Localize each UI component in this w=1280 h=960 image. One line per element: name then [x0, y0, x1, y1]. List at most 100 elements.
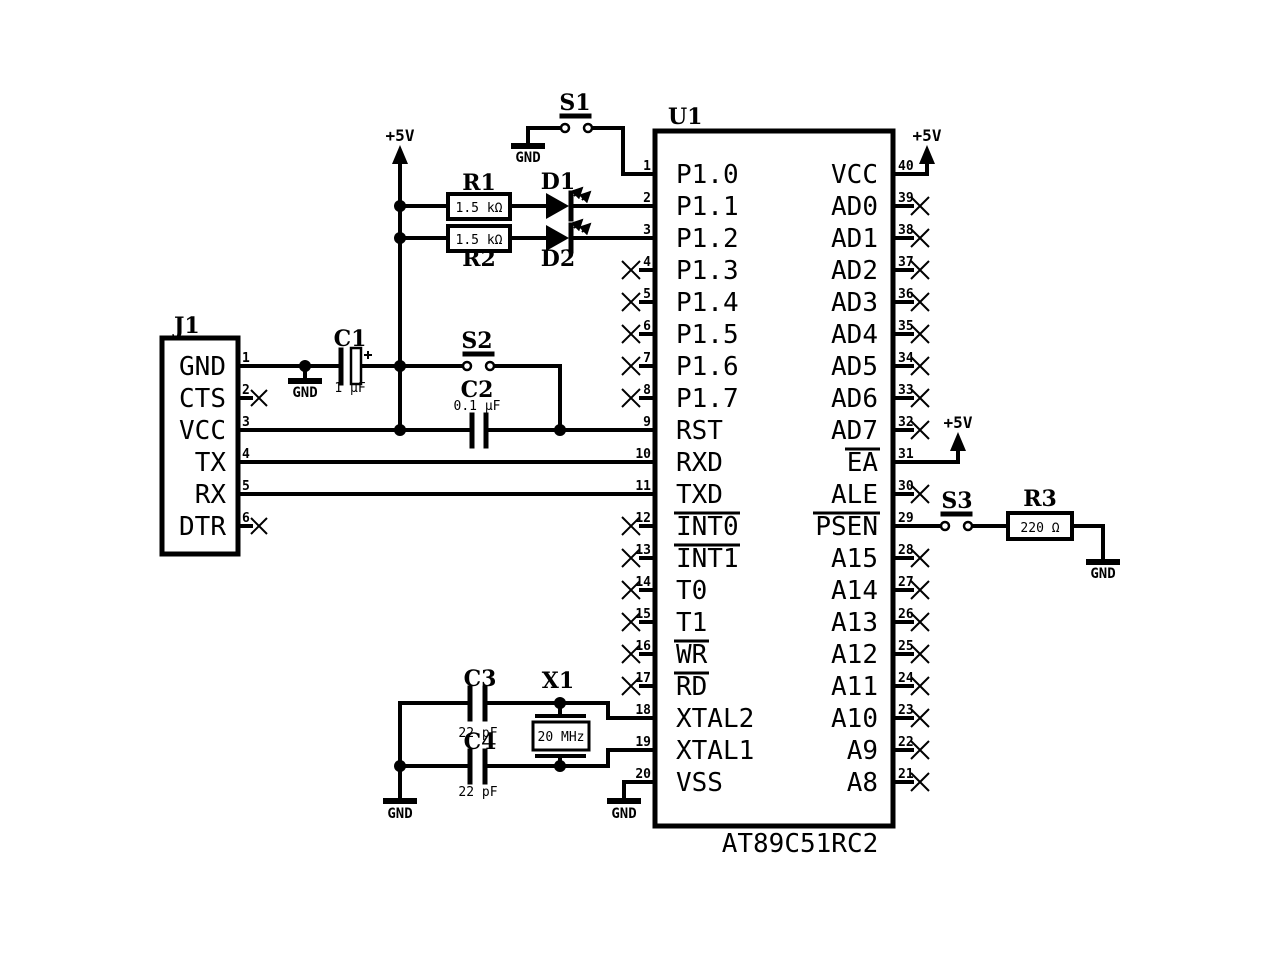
- u1-pin-num: 19: [635, 735, 651, 750]
- gnd-label: GND: [387, 806, 412, 822]
- u1-pin-name: A8: [847, 768, 878, 798]
- u1-pin-num: 10: [635, 447, 651, 462]
- u1-body: [652, 128, 896, 829]
- u1-pin-name: A9: [847, 736, 878, 766]
- u1-pin-name: VCC: [831, 160, 878, 190]
- u1-pin-name: EA: [847, 448, 879, 478]
- led-d1: D1: [541, 169, 592, 222]
- u1-pin-num: 35: [898, 319, 914, 334]
- c3-value: 22 pF: [458, 726, 497, 741]
- x1-ref: X1: [542, 668, 574, 694]
- s2-ref: S2: [461, 328, 492, 354]
- u1-pin-num: 26: [898, 607, 914, 622]
- u1-pin-name: XTAL2: [676, 704, 754, 734]
- u1-pin-num: 40: [898, 159, 914, 174]
- u1-pin-name: A10: [831, 704, 878, 734]
- gnd-label: GND: [515, 150, 540, 166]
- u1-pin-num: 23: [898, 703, 914, 718]
- gnd-symbol-xtal: GND: [383, 798, 417, 822]
- u1-pin-num: 32: [898, 415, 914, 430]
- power-arrow-vcc: +5V: [913, 126, 942, 164]
- u1-pin-num: 25: [898, 639, 914, 654]
- u1-pin-num: 6: [643, 319, 651, 334]
- s1-ref: S1: [559, 90, 590, 116]
- u1-pin-num: 15: [635, 607, 651, 622]
- u1-pin-name: P1.3: [676, 256, 739, 286]
- u1-pin-num: 17: [635, 671, 651, 686]
- j1-pin-num: 4: [242, 447, 250, 462]
- capacitor-c3: C3 22 pF: [458, 666, 497, 741]
- switch-s2: S2: [461, 328, 496, 372]
- u1-pin-name: AD3: [831, 288, 878, 318]
- u1-pin-num: 31: [898, 447, 914, 462]
- u1-pin-num: 36: [898, 287, 914, 302]
- r3-ref: R3: [1023, 486, 1057, 512]
- j1-pin-name: GND: [179, 352, 226, 382]
- plus5v-label: +5V: [944, 413, 973, 432]
- gnd-symbol-c1: GND: [288, 378, 322, 401]
- r1-value: 1.5 kΩ: [456, 201, 503, 216]
- u1-pin-num: 28: [898, 543, 914, 558]
- ic-u1: U1 AT89C51RC2 P1.0 P1.1 P1.2 P1.3 P1.4 P…: [635, 104, 913, 859]
- u1-pin-num: 34: [898, 351, 914, 366]
- gnd-label: GND: [611, 806, 636, 822]
- u1-pin-num: 29: [898, 511, 914, 526]
- u1-pin-name: P1.1: [676, 192, 739, 222]
- plus5v-label: +5V: [386, 126, 415, 145]
- led-d2: D2: [541, 218, 592, 272]
- u1-pin-num: 5: [643, 287, 651, 302]
- s3-ref: S3: [941, 488, 972, 514]
- j1-pin-num: 5: [242, 479, 250, 494]
- j1-ref: J1: [172, 313, 200, 339]
- u1-pin-name: RXD: [676, 448, 723, 478]
- power-arrow-left: +5V: [386, 126, 415, 164]
- u1-pin-name: AD2: [831, 256, 878, 286]
- switch-s3: S3: [939, 488, 974, 532]
- u1-pin-num: 37: [898, 255, 914, 270]
- u1-pin-name: P1.2: [676, 224, 739, 254]
- j1-pin-name: RX: [195, 480, 227, 510]
- no-connect-marks: [250, 196, 930, 792]
- connector-j1: J1 GND CTS VCC TX RX DTR 1 2 3 4 5 6: [159, 313, 250, 557]
- u1-pin-name: A14: [831, 576, 878, 606]
- u1-pin-num: 33: [898, 383, 914, 398]
- u1-pin-num: 7: [643, 351, 651, 366]
- j1-pin-num: 3: [242, 415, 250, 430]
- c4-value: 22 pF: [458, 785, 497, 800]
- u1-pin-name: AD5: [831, 352, 878, 382]
- u1-pin-name: A11: [831, 672, 878, 702]
- switch-s1: S1: [559, 90, 594, 134]
- u1-pin-name: P1.0: [676, 160, 739, 190]
- d2-ref: D2: [541, 246, 575, 272]
- u1-pin-name: T0: [676, 576, 707, 606]
- j1-body: [159, 335, 241, 557]
- crystal-x1: X1 20 MHz: [531, 668, 591, 758]
- u1-pin-name: INT1: [676, 544, 739, 574]
- u1-pin-name: AD0: [831, 192, 878, 222]
- u1-pin-name: ALE: [831, 480, 878, 510]
- u1-pin-name: P1.6: [676, 352, 739, 382]
- capacitor-c2: C2 0.1 µF: [454, 377, 501, 449]
- u1-pin-name: TXD: [676, 480, 723, 510]
- c1-value: 1 µF: [334, 381, 365, 396]
- resistor-r1: R1 1.5 kΩ: [446, 170, 512, 221]
- u1-pin-name: P1.7: [676, 384, 739, 414]
- u1-pin-num: 39: [898, 191, 914, 206]
- r2-value: 1.5 kΩ: [456, 233, 503, 248]
- u1-pin-num: 18: [635, 703, 651, 718]
- plus5v-label: +5V: [913, 126, 942, 145]
- c2-ref: C2: [461, 377, 494, 403]
- u1-pin-num: 11: [635, 479, 651, 494]
- u1-pin-num: 8: [643, 383, 651, 398]
- j1-pin-num: 1: [242, 351, 250, 366]
- c2-value: 0.1 µF: [454, 399, 501, 414]
- u1-pin-name: AD6: [831, 384, 878, 414]
- capacitor-c4: C4 22 pF: [458, 729, 497, 800]
- u1-pin-num: 2: [643, 191, 651, 206]
- u1-pin-num: 27: [898, 575, 914, 590]
- u1-pin-name: RST: [676, 416, 723, 446]
- u1-pin-name: AD7: [831, 416, 878, 446]
- j1-pin-name: DTR: [179, 512, 226, 542]
- u1-pin-name: A15: [831, 544, 878, 574]
